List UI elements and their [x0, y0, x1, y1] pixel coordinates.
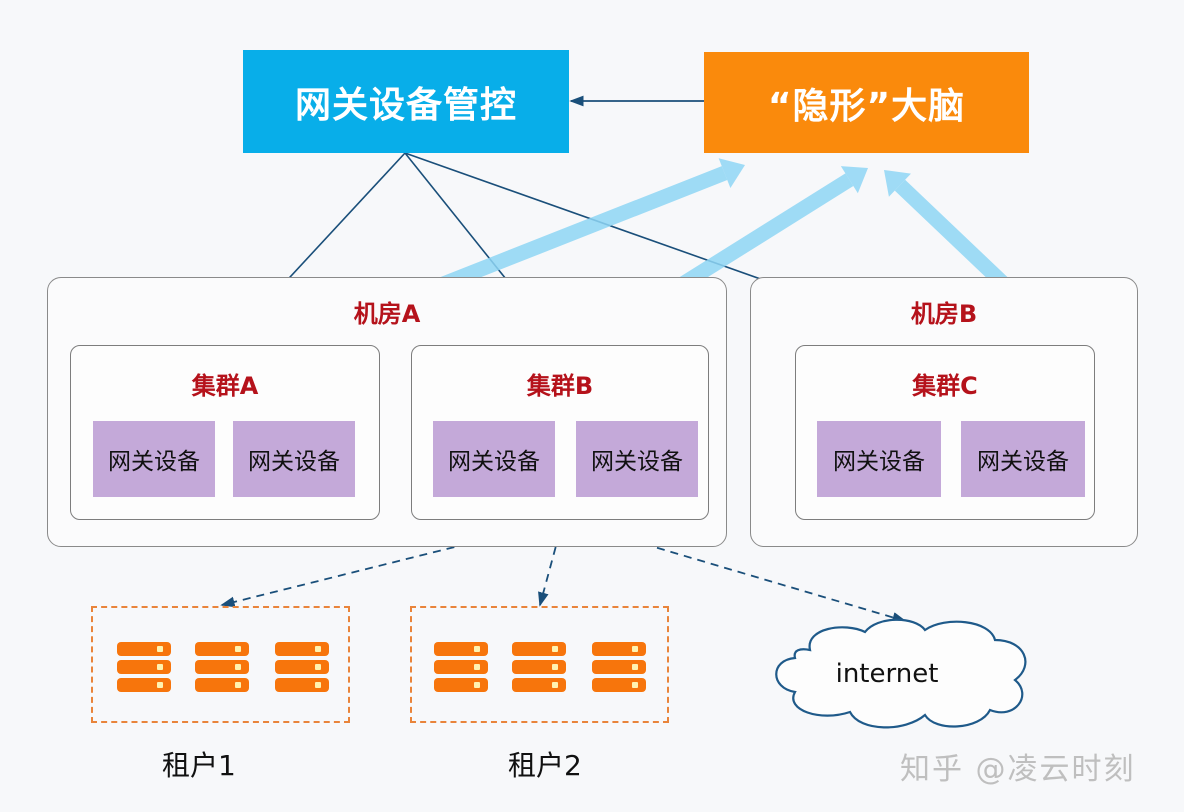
server-rack-unit — [195, 678, 249, 692]
server-icon — [195, 642, 249, 692]
server-icon — [592, 642, 646, 692]
gateway-device: 网关设备 — [576, 421, 698, 497]
server-rack-unit — [512, 660, 566, 674]
tenant-1-group — [91, 606, 350, 723]
server-rack-unit — [117, 678, 171, 692]
internet-cloud: internet — [775, 618, 1027, 729]
server-icon — [275, 642, 329, 692]
cluster-a: 集群A 网关设备 网关设备 — [70, 345, 380, 520]
tenant-1-label: 租户1 — [162, 749, 236, 782]
gateway-device: 网关设备 — [233, 421, 355, 497]
server-rack-unit — [275, 678, 329, 692]
server-rack-unit — [275, 642, 329, 656]
server-rack-unit — [117, 642, 171, 656]
server-icon — [434, 642, 488, 692]
tenant-2-group — [410, 606, 669, 723]
server-rack-unit — [195, 642, 249, 656]
cluster-a-title: 集群A — [191, 372, 259, 400]
server-rack-unit — [434, 678, 488, 692]
server-rack-unit — [434, 660, 488, 674]
cluster-b-title: 集群B — [526, 372, 594, 400]
server-rack-unit — [195, 660, 249, 674]
server-rack-unit — [512, 678, 566, 692]
tenant-2-label: 租户2 — [508, 749, 582, 782]
gateway-device: 网关设备 — [433, 421, 555, 497]
server-rack-unit — [275, 660, 329, 674]
gateway-device: 网关设备 — [93, 421, 215, 497]
gateway-device: 网关设备 — [817, 421, 941, 497]
invisible-brain-box: “隐形”大脑 — [704, 52, 1029, 153]
room-b-title: 机房B — [910, 300, 978, 328]
server-icon — [117, 642, 171, 692]
gateway-device: 网关设备 — [961, 421, 1085, 497]
watermark: 知乎 @凌云时刻 — [900, 752, 1136, 787]
gateway-management-box: 网关设备管控 — [243, 50, 569, 153]
server-icon — [512, 642, 566, 692]
room-a-title: 机房A — [353, 300, 421, 328]
server-rack-unit — [592, 678, 646, 692]
server-rack-unit — [117, 660, 171, 674]
cluster-b: 集群B 网关设备 网关设备 — [411, 345, 709, 520]
cluster-c-title: 集群C — [912, 372, 978, 400]
server-rack-unit — [592, 660, 646, 674]
internet-label: internet — [836, 659, 939, 689]
server-rack-unit — [592, 642, 646, 656]
cluster-c: 集群C 网关设备 网关设备 — [795, 345, 1095, 520]
server-rack-unit — [512, 642, 566, 656]
cloud-shape — [775, 618, 1027, 729]
server-rack-unit — [434, 642, 488, 656]
